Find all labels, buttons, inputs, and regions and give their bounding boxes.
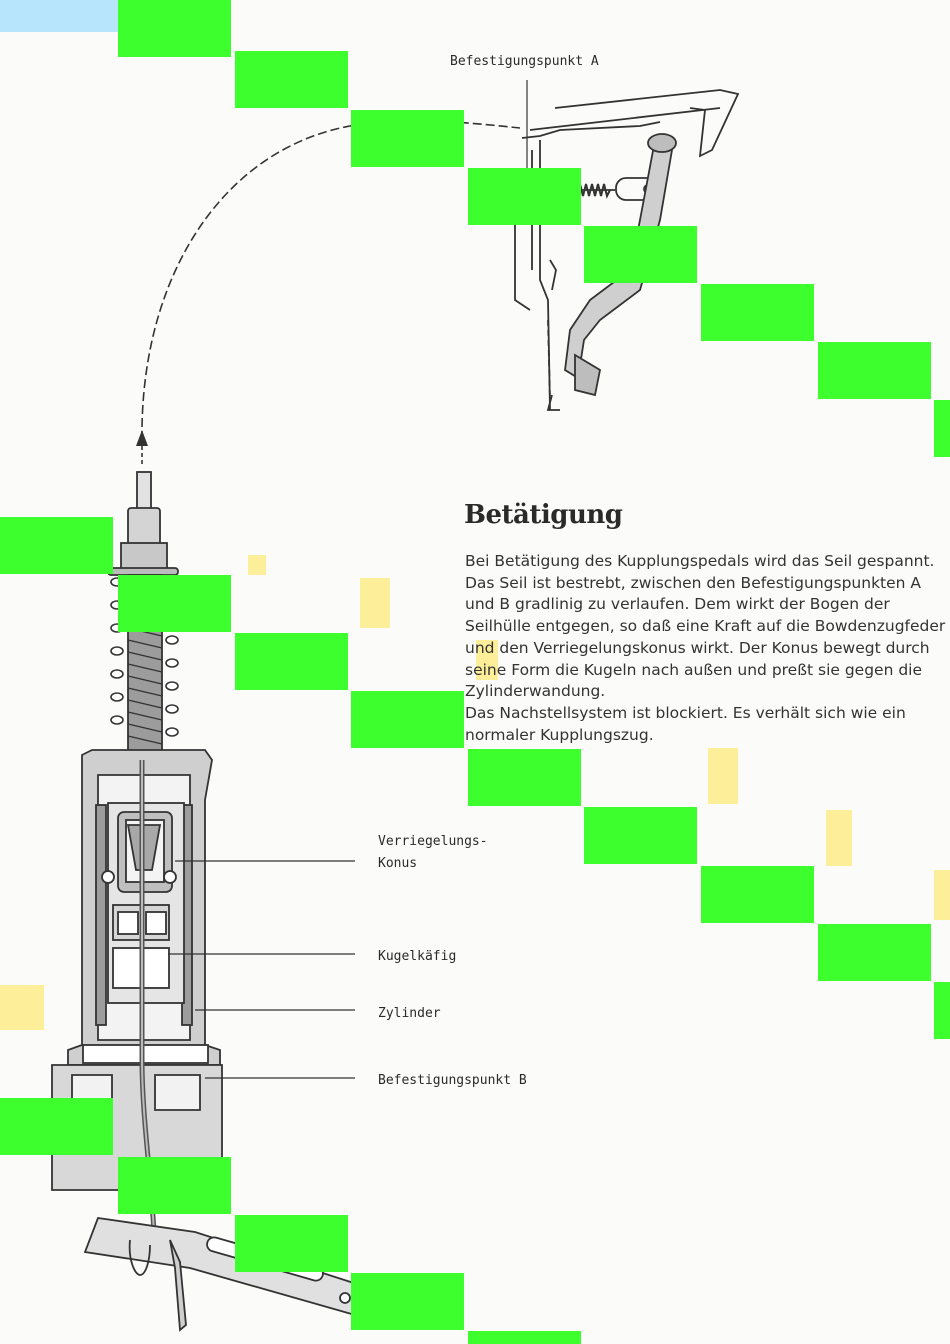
green-overlay-block [118,575,231,632]
green-overlay-block [934,982,950,1039]
green-overlay-block [351,1273,464,1330]
green-overlay-block [235,1215,348,1272]
green-overlay-block [351,691,464,748]
leader-lines [168,860,355,1079]
ghost-mark [0,985,44,1030]
section-body: Bei Betätigung des Kupplungspedals wird … [465,551,950,746]
green-overlay-block [701,866,814,923]
green-overlay-block [584,807,697,864]
green-overlay-block [235,633,348,690]
green-overlay-block [468,1331,581,1344]
ball-right [163,870,177,884]
cable-arc [141,120,521,441]
ghost-mark [708,748,738,804]
ghost-mark [934,870,950,920]
green-overlay-block [118,1157,231,1214]
label-ball-cage: Kugelkäfig [378,949,457,964]
paragraph-mechanism: Bei Betätigung des Kupplungspedals wird … [465,552,946,701]
green-overlay-block [584,226,697,283]
section-title: Betätigung [464,500,623,530]
paragraph-blocked: Das Nachstellsystem ist blockiert. Es ve… [465,703,906,744]
green-overlay-block [235,51,348,108]
green-overlay-block [0,1098,113,1155]
green-overlay-block [468,749,581,806]
green-overlay-block [818,924,931,981]
ghost-mark [0,0,118,32]
ghost-mark [248,555,266,575]
label-locking-cone-line1: Verriegelungs- [378,834,488,849]
label-point-a: Befestigungspunkt A [450,54,599,69]
ghost-mark [476,640,498,680]
green-overlay-block [934,400,950,457]
ball-left [101,870,115,884]
green-overlay-block [701,284,814,341]
ghost-mark [826,810,852,866]
green-overlay-block [468,168,581,225]
direction-arrow-icon [136,430,148,446]
green-overlay-block [818,342,931,399]
label-point-b: Befestigungspunkt B [378,1073,527,1088]
green-overlay-block [0,517,113,574]
label-locking-cone-line2: Konus [378,856,418,871]
green-overlay-block [118,0,231,57]
label-cylinder: Zylinder [378,1006,441,1021]
ghost-mark [360,578,390,628]
green-overlay-block [351,110,464,167]
